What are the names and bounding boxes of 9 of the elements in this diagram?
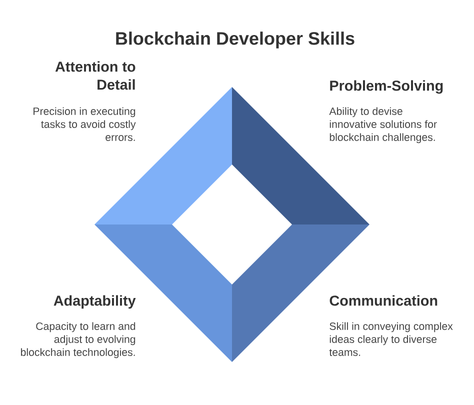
title: Blockchain Developer Skills [116, 32, 354, 48]
skill-heading: Attention to Detail [55, 61, 136, 90]
skill-description: Precision in executing tasks to avoid costly errors. [34, 107, 136, 141]
skill-heading: Adaptability [54, 295, 136, 309]
skill-description: Capacity to learn and adjust to evolving blockchain technologies. [21, 322, 136, 358]
skill-description: Ability to devise innovative solutions for blockchain challenges. [329, 107, 437, 144]
skill-heading: Problem-Solving [330, 80, 443, 94]
skill-description: Skill in conveying complex ideas clearly to diverse teams. [329, 322, 453, 356]
skill-heading: Communication [330, 295, 438, 306]
